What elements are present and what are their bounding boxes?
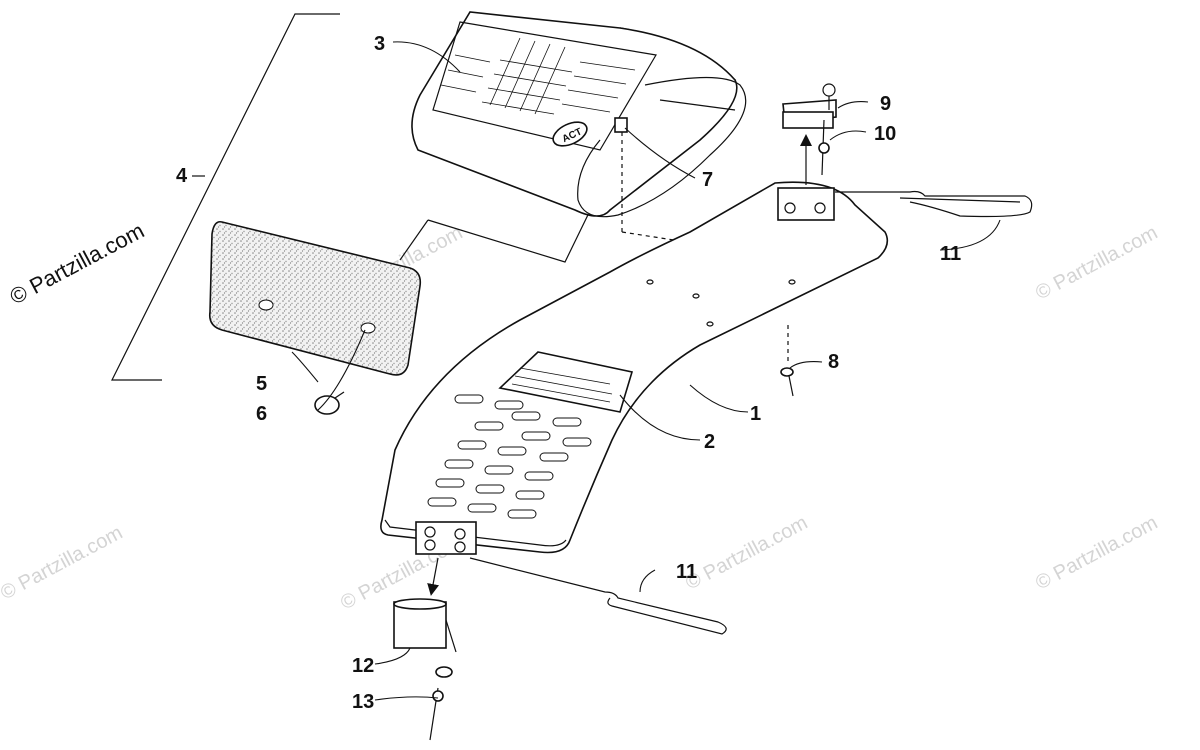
callout-5: 5 [256, 373, 267, 395]
warning-label [498, 351, 634, 413]
rivet-13 [429, 687, 444, 741]
callout-7: 7 [702, 169, 713, 191]
watermark-text: © Partzilla.com [1032, 222, 1161, 305]
storage-bag: ACT [411, 11, 747, 218]
foam-pad [208, 220, 422, 376]
callout-11-front: 11 [676, 561, 697, 583]
watermark-text: © Partzilla.com [0, 522, 126, 605]
callout-11-rear: 11 [940, 243, 961, 265]
logo-badge [552, 121, 588, 147]
retaining-pin-front [469, 557, 727, 635]
callout-6: 6 [256, 403, 267, 425]
rivet-10 [818, 119, 830, 176]
down-arrow [427, 557, 440, 596]
watermark-text: © Partzilla.com [1032, 512, 1161, 595]
watermark-text: © Partzilla.com [682, 512, 811, 595]
callout-10: 10 [874, 123, 896, 145]
rear-hinge-plate [782, 83, 837, 129]
watermark-main: © Partzilla.com [6, 218, 149, 310]
callout-12: 12 [352, 655, 374, 677]
front-hinge-plate [393, 598, 457, 678]
push-fastener [314, 391, 345, 415]
callout-13: 13 [352, 691, 374, 713]
callout-9: 9 [880, 93, 891, 115]
callout-1: 1 [750, 403, 761, 425]
callout-labels: 3 4 7 9 10 11 5 6 8 1 2 11 12 13 [176, 33, 961, 713]
bag-grommet [614, 117, 628, 133]
rack-base [380, 181, 889, 555]
warning-decal [432, 21, 657, 151]
callout-8: 8 [828, 351, 839, 373]
decal-grid [440, 37, 636, 115]
rivet-8 [780, 367, 794, 397]
leader-lines [291, 41, 1001, 701]
warning-label-text-lines [511, 367, 613, 403]
callout-4: 4 [176, 165, 188, 187]
callout-3: 3 [374, 33, 385, 55]
vent-slots [427, 394, 592, 519]
callout-2: 2 [704, 431, 715, 453]
retaining-pin-rear [835, 190, 1033, 218]
